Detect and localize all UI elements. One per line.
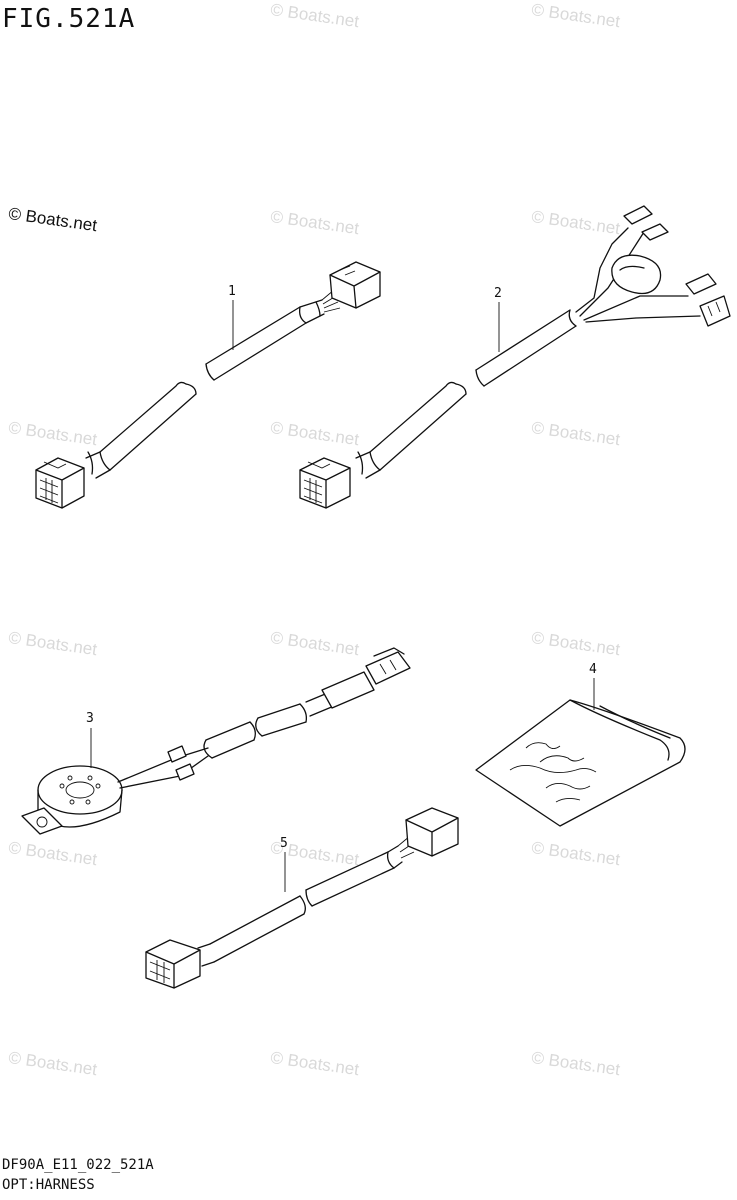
part-3-buzzer[interactable] [22, 648, 410, 834]
callout-2[interactable]: 2 [494, 286, 502, 301]
callout-5[interactable]: 5 [280, 836, 288, 851]
figure-name: OPT:HARNESS [2, 1177, 95, 1193]
figure-title: FIG.521A [2, 4, 136, 34]
figure-code: DF90A_E11_022_521A [2, 1157, 154, 1173]
part-5-harness[interactable] [146, 808, 458, 988]
callout-3[interactable]: 3 [86, 711, 94, 726]
part-1-harness[interactable] [36, 262, 380, 508]
part-2-harness[interactable] [300, 206, 730, 508]
part-4-instruction-sheet[interactable] [476, 700, 685, 826]
callout-1[interactable]: 1 [228, 284, 236, 299]
callout-4[interactable]: 4 [589, 662, 597, 677]
